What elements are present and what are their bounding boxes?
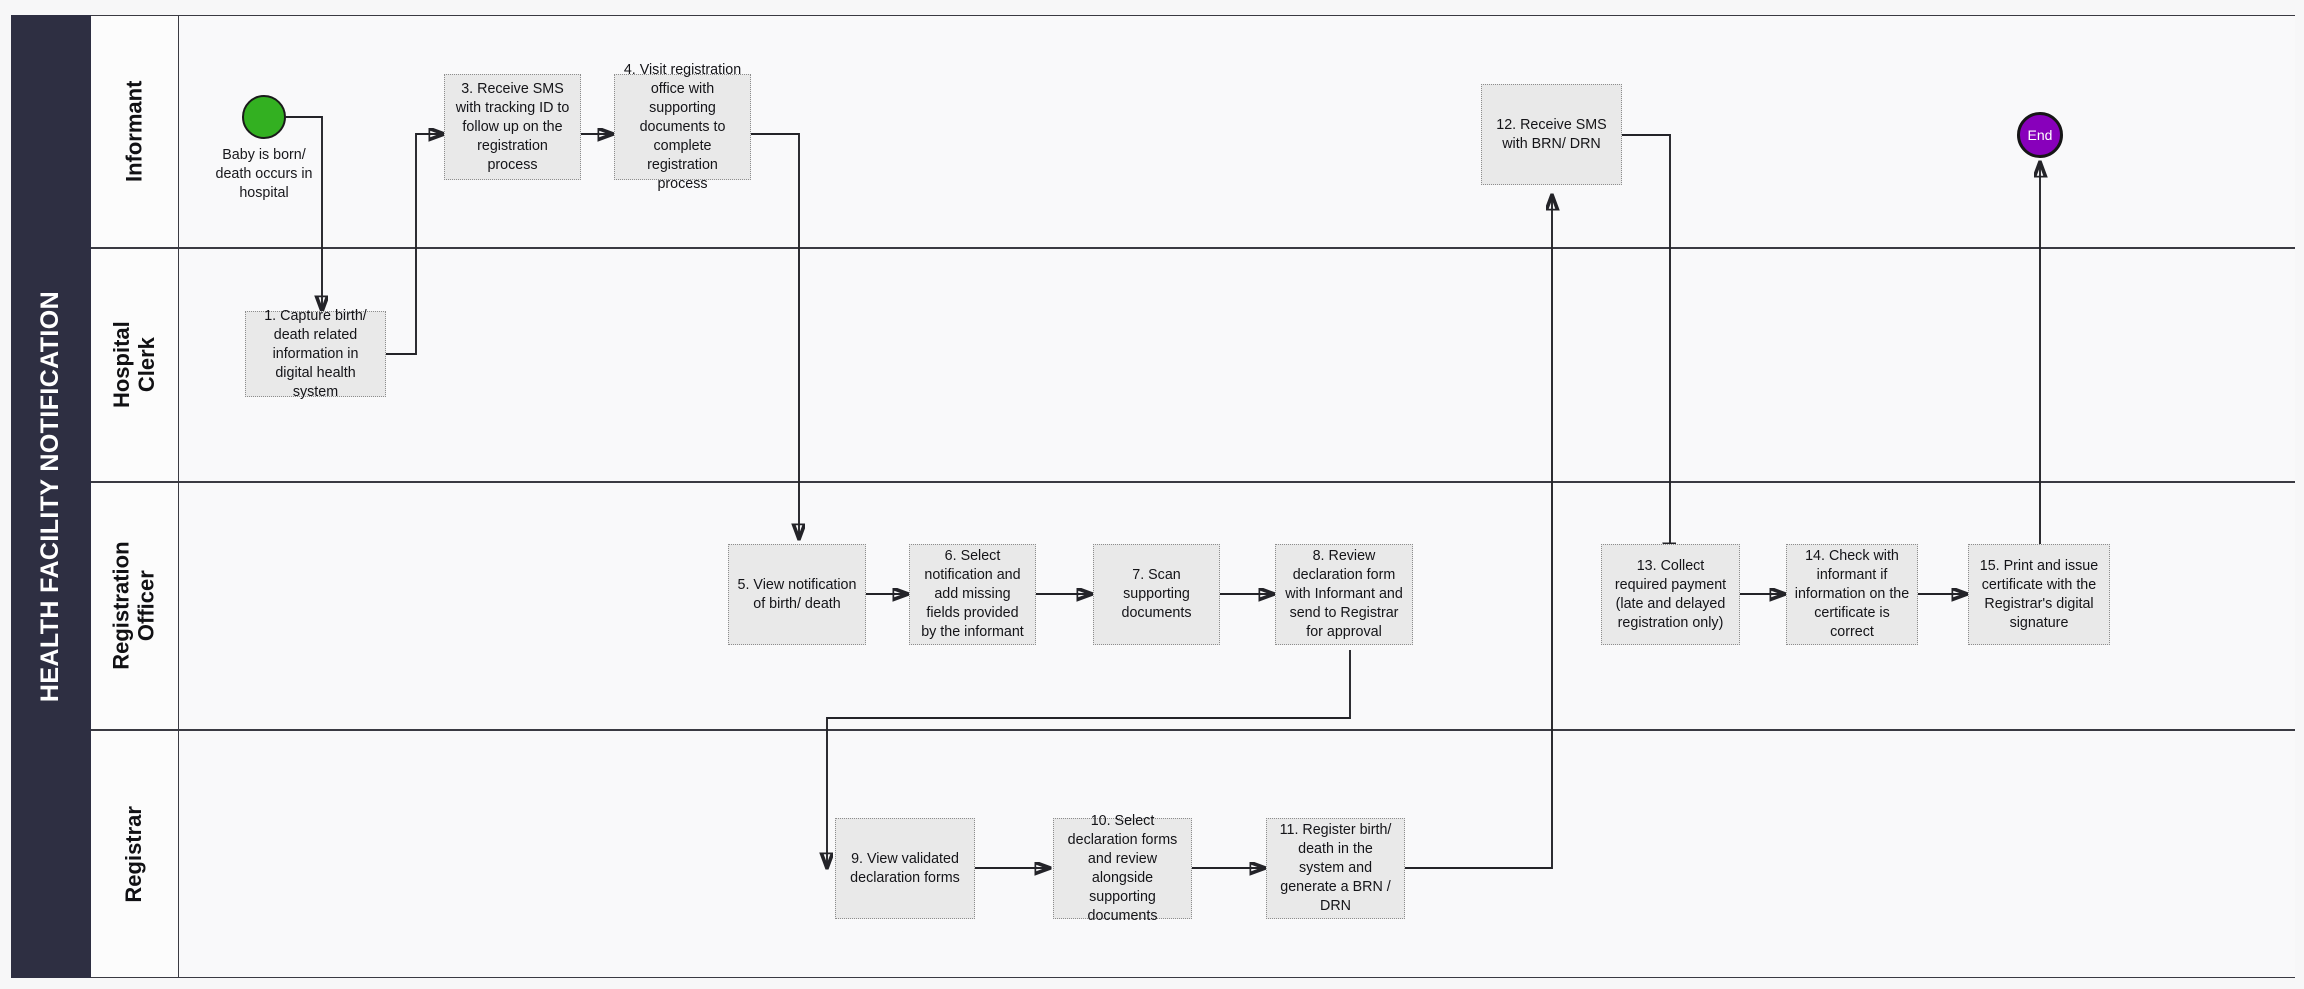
task-13-label: 13. Collect required payment (late and d… bbox=[1614, 557, 1727, 631]
end-event-label: End bbox=[2027, 127, 2053, 143]
task-5-label: 5. View notification of birth/ death bbox=[737, 576, 857, 612]
start-event[interactable] bbox=[242, 95, 286, 139]
end-event[interactable]: End bbox=[2017, 112, 2063, 158]
task-14-label: 14. Check with informant if information … bbox=[1794, 548, 1910, 640]
task-1-label: 1. Capture birth/ death related informat… bbox=[264, 307, 367, 400]
lane-registrar: Registrar bbox=[91, 730, 2295, 978]
task-1[interactable]: 1. Capture birth/ death related informat… bbox=[245, 308, 386, 400]
task-6-label: 6. Select notification and add missing f… bbox=[921, 548, 1024, 640]
task-10-label: 10. Select declaration forms and review … bbox=[1067, 812, 1178, 924]
task-11[interactable]: 11. Register birth/ death in the system … bbox=[1266, 818, 1405, 919]
task-12[interactable]: 12. Receive SMS with BRN/ DRN bbox=[1481, 84, 1622, 185]
pool-header: HEALTH FACILITY NOTIFICATION bbox=[11, 15, 91, 978]
task-7-label: 7. Scan supporting documents bbox=[1121, 567, 1192, 621]
task-5[interactable]: 5. View notification of birth/ death bbox=[728, 544, 866, 645]
task-12-label: 12. Receive SMS with BRN/ DRN bbox=[1496, 116, 1607, 152]
lane-label-hospital-clerk: Hospital Clerk bbox=[108, 321, 159, 409]
lane-label-registration-officer: Registration Officer bbox=[108, 541, 159, 671]
lane-body-registrar bbox=[179, 731, 2295, 977]
lane-body-hospital-clerk bbox=[179, 249, 2295, 481]
lane-hospital-clerk: Hospital Clerk bbox=[91, 248, 2295, 482]
task-14[interactable]: 14. Check with informant if information … bbox=[1786, 544, 1918, 645]
lane-header-hospital-clerk: Hospital Clerk bbox=[91, 249, 179, 481]
pool-title: HEALTH FACILITY NOTIFICATION bbox=[36, 290, 65, 703]
start-event-caption: Baby is born/ death occurs in hospital bbox=[215, 147, 313, 201]
task-15[interactable]: 15. Print and issue certificate with the… bbox=[1968, 544, 2110, 645]
task-7[interactable]: 7. Scan supporting documents bbox=[1093, 544, 1220, 645]
task-13[interactable]: 13. Collect required payment (late and d… bbox=[1601, 544, 1740, 645]
task-6[interactable]: 6. Select notification and add missing f… bbox=[909, 544, 1036, 645]
lane-informant: Informant bbox=[91, 15, 2295, 248]
task-9[interactable]: 9. View validated declaration forms bbox=[835, 818, 975, 919]
lane-header-registration-officer: Registration Officer bbox=[91, 483, 179, 729]
task-11-label: 11. Register birth/ death in the system … bbox=[1279, 822, 1392, 914]
task-4-label: 4. Visit registration office with suppor… bbox=[623, 61, 742, 192]
task-9-label: 9. View validated declaration forms bbox=[850, 850, 960, 886]
task-10[interactable]: 10. Select declaration forms and review … bbox=[1053, 813, 1192, 924]
task-8-label: 8. Review declaration form with Informan… bbox=[1285, 548, 1403, 640]
lane-label-registrar: Registrar bbox=[121, 805, 147, 903]
lane-header-informant: Informant bbox=[91, 16, 179, 247]
task-3-label: 3. Receive SMS with tracking ID to follo… bbox=[455, 80, 570, 173]
task-3[interactable]: 3. Receive SMS with tracking ID to follo… bbox=[444, 74, 581, 180]
task-8[interactable]: 8. Review declaration form with Informan… bbox=[1275, 544, 1413, 645]
task-15-label: 15. Print and issue certificate with the… bbox=[1979, 557, 2099, 631]
lane-header-registrar: Registrar bbox=[91, 731, 179, 977]
lane-label-informant: Informant bbox=[121, 80, 147, 183]
task-4[interactable]: 4. Visit registration office with suppor… bbox=[614, 62, 751, 192]
